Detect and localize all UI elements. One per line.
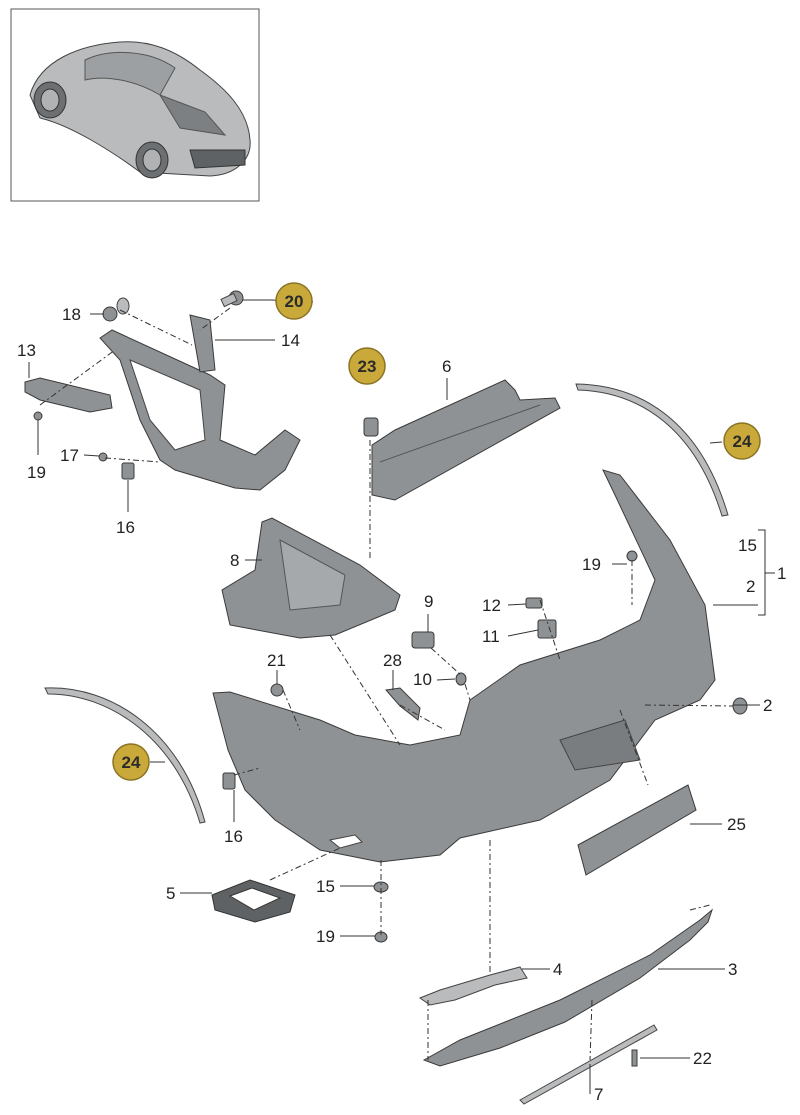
grommet-part-10 <box>455 672 467 686</box>
vehicle-thumbnail <box>10 8 260 202</box>
bracket-part-14 <box>99 314 301 491</box>
clip-part-16-upper <box>121 462 135 480</box>
trim-strip-part-7 <box>519 1024 658 1105</box>
screw-part-19-right <box>626 550 638 562</box>
label-16-upper: 16 <box>116 518 135 537</box>
diffuser-part-3 <box>422 908 714 1067</box>
wheel-arch-trim-right <box>575 383 729 517</box>
wheel-arch-trim-left <box>44 687 206 824</box>
bracket-part-28 <box>385 687 421 721</box>
reinforcement-part-6 <box>371 379 561 501</box>
label-3: 3 <box>728 960 737 979</box>
label-2-right: 2 <box>746 577 755 596</box>
label-12: 12 <box>482 596 501 615</box>
absorber-part-8 <box>221 517 401 639</box>
label-18: 18 <box>62 305 81 324</box>
screw-part-19-upper <box>33 411 43 421</box>
badge-24-left-text: 24 <box>122 753 141 772</box>
badge-23[interactable]: 23 <box>348 347 386 385</box>
label-5: 5 <box>166 884 175 903</box>
badge-24-right-text: 24 <box>733 432 752 451</box>
label-15-right: 15 <box>738 536 757 555</box>
fastener-part-23 <box>363 417 379 437</box>
label-19-right: 19 <box>582 555 601 574</box>
label-22: 22 <box>693 1049 712 1068</box>
part-labels: 18 14 13 19 17 16 6 8 15 1 2 19 9 12 11 … <box>17 305 786 1104</box>
label-7: 7 <box>594 1085 603 1104</box>
label-1: 1 <box>777 564 786 583</box>
clip-part-17 <box>98 452 108 462</box>
badge-20[interactable]: 20 <box>275 282 313 320</box>
bolt-part-20 <box>220 290 244 308</box>
nut-part-18 <box>102 297 130 322</box>
badge-24-right[interactable]: 24 <box>723 422 761 460</box>
screw-part-22 <box>631 1049 638 1067</box>
label-28: 28 <box>383 651 402 670</box>
reference-badges: 20 23 24 24 <box>112 282 761 781</box>
clip-part-21 <box>270 683 284 697</box>
plug-part-2 <box>732 697 748 715</box>
badge-20-text: 20 <box>285 292 304 311</box>
bracket-part-4 <box>418 966 528 1006</box>
label-16-lower: 16 <box>224 827 243 846</box>
exhaust-trim-part-5 <box>211 879 296 923</box>
plate-bracket-part-25 <box>577 784 697 876</box>
label-17: 17 <box>60 446 79 465</box>
leader-lines <box>28 299 775 1094</box>
label-11: 11 <box>482 627 500 646</box>
label-19-lower: 19 <box>316 927 335 946</box>
label-19-upper: 19 <box>27 463 46 482</box>
sensor-part-9 <box>411 631 435 649</box>
label-4: 4 <box>553 960 562 979</box>
label-8: 8 <box>230 551 239 570</box>
label-9: 9 <box>424 592 433 611</box>
label-6: 6 <box>442 357 451 376</box>
bracket-part-12 <box>525 597 543 609</box>
badge-24-left[interactable]: 24 <box>112 743 150 781</box>
bracket-part-11 <box>537 619 557 639</box>
label-10: 10 <box>413 670 432 689</box>
clip-part-16-lower <box>222 772 236 790</box>
badge-23-text: 23 <box>358 357 377 376</box>
label-14: 14 <box>281 331 300 350</box>
label-21: 21 <box>267 651 286 670</box>
bracket-part-13 <box>24 377 113 413</box>
label-15-lower: 15 <box>316 877 335 896</box>
label-13: 13 <box>17 341 36 360</box>
bumper-cover-part-1 <box>212 469 716 863</box>
label-2-plug: 2 <box>763 696 772 715</box>
label-25: 25 <box>727 815 746 834</box>
